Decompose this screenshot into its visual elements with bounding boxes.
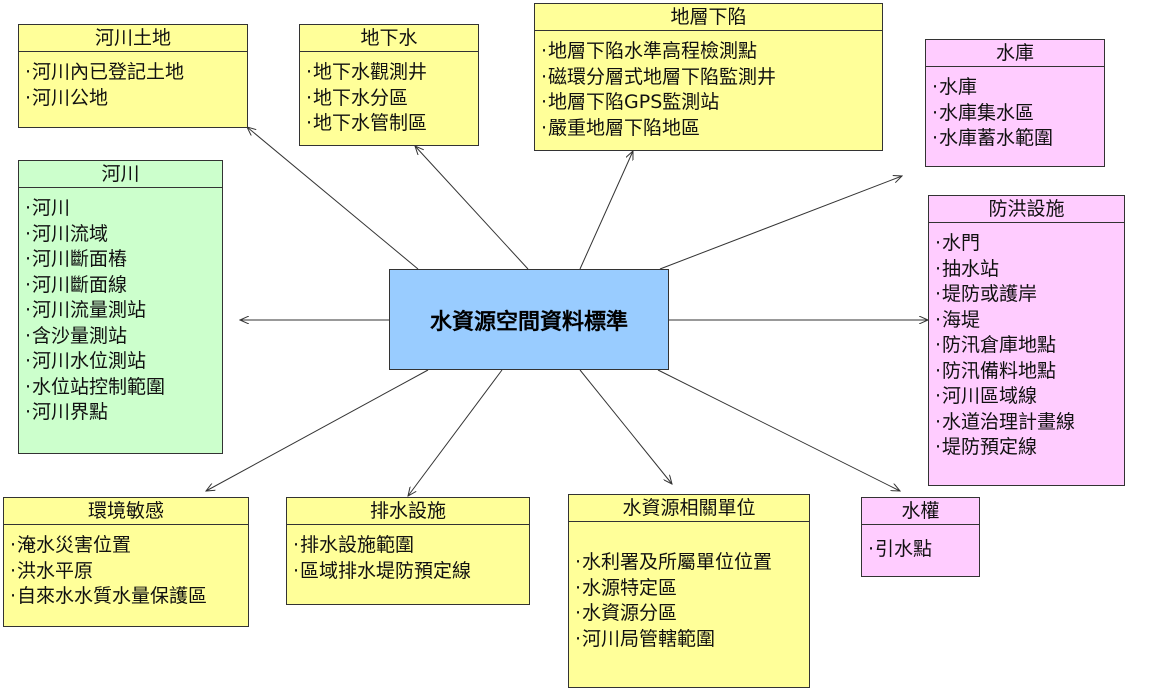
category-river-title: 河川: [19, 161, 222, 188]
list-item: 含沙量測站: [25, 324, 222, 350]
category-agencies-title: 水資源相關單位: [569, 495, 809, 522]
category-reservoir: 水庫 水庫 水庫集水區 水庫蓄水範圍: [925, 39, 1105, 167]
list-item: 河川公地: [25, 86, 247, 112]
category-agencies: 水資源相關單位 水利署及所屬單位位置 水源特定區 水資源分區 河川局管轄範圍: [568, 494, 810, 688]
category-environment-title: 環境敏感: [4, 498, 248, 525]
list-item: 河川斷面樁: [25, 247, 222, 273]
category-reservoir-list: 水庫 水庫集水區 水庫蓄水範圍: [926, 67, 1104, 152]
list-item: 河川內已登記土地: [25, 60, 247, 86]
list-item: 地下水分區: [306, 86, 478, 112]
category-groundwater-title: 地下水: [300, 25, 478, 52]
arrow-to-reservoir: [659, 176, 902, 270]
list-item: 洪水平原: [10, 559, 248, 585]
list-item: 堤防或護岸: [935, 282, 1124, 308]
category-river: 河川 河川 河川流域 河川斷面樁 河川斷面線 河川流量測站 含沙量測站 河川水位…: [18, 160, 223, 454]
list-item: 防汛備料地點: [935, 359, 1124, 385]
list-item: 河川界點: [25, 400, 222, 426]
category-water-rights-title: 水權: [862, 498, 979, 525]
list-item: 引水點: [868, 537, 979, 563]
list-item: 磁環分層式地層下陷監測井: [541, 65, 882, 91]
list-item: 地層下陷GPS監測站: [541, 90, 882, 116]
list-item: 河川斷面線: [25, 273, 222, 299]
list-item: 河川: [25, 196, 222, 222]
arrow-to-agencies: [579, 369, 672, 484]
list-item: 水門: [935, 231, 1124, 257]
category-water-rights-list: 引水點: [862, 525, 979, 563]
category-flood-control-title: 防洪設施: [929, 196, 1124, 223]
list-item: 水庫集水區: [932, 101, 1104, 127]
arrow-to-river-land: [247, 127, 419, 270]
category-river-land: 河川土地 河川內已登記土地 河川公地: [18, 24, 248, 128]
category-water-rights: 水權 引水點: [861, 497, 980, 577]
arrow-to-subsidence: [579, 151, 633, 270]
list-item: 水資源分區: [575, 601, 809, 627]
list-item: 自來水水質水量保護區: [10, 584, 248, 610]
category-agencies-list: 水利署及所屬單位位置 水源特定區 水資源分區 河川局管轄範圍: [569, 522, 809, 652]
category-environment-list: 淹水災害位置 洪水平原 自來水水質水量保護區: [4, 525, 248, 610]
category-river-land-list: 河川內已登記土地 河川公地: [19, 52, 247, 111]
category-groundwater: 地下水 地下水觀測井 地下水分區 地下水管制區: [299, 24, 479, 146]
list-item: 區域排水堤防預定線: [293, 559, 529, 585]
list-item: 地下水觀測井: [306, 60, 478, 86]
list-item: 河川區域線: [935, 384, 1124, 410]
list-item: 河川流量測站: [25, 298, 222, 324]
arrow-to-groundwater: [415, 146, 529, 270]
list-item: 抽水站: [935, 257, 1124, 283]
arrow-to-drainage: [408, 369, 503, 496]
list-item: 水庫蓄水範圍: [932, 126, 1104, 152]
list-item: 堤防預定線: [935, 435, 1124, 461]
list-item: 河川水位測站: [25, 349, 222, 375]
category-drainage-list: 排水設施範圍 區域排水堤防預定線: [287, 525, 529, 584]
list-item: 淹水災害位置: [10, 533, 248, 559]
category-reservoir-title: 水庫: [926, 40, 1104, 67]
category-river-land-title: 河川土地: [19, 25, 247, 52]
list-item: 水道治理計畫線: [935, 410, 1124, 436]
category-flood-control: 防洪設施 水門 抽水站 堤防或護岸 海堤 防汛倉庫地點 防汛備料地點 河川區域線…: [928, 195, 1125, 486]
category-flood-control-list: 水門 抽水站 堤防或護岸 海堤 防汛倉庫地點 防汛備料地點 河川區域線 水道治理…: [929, 223, 1124, 461]
category-river-list: 河川 河川流域 河川斷面樁 河川斷面線 河川流量測站 含沙量測站 河川水位測站 …: [19, 188, 222, 426]
category-drainage-title: 排水設施: [287, 498, 529, 525]
category-subsidence: 地層下陷 地層下陷水準高程檢測點 磁環分層式地層下陷監測井 地層下陷GPS監測站…: [534, 3, 883, 151]
arrow-to-environment: [206, 369, 429, 491]
list-item: 水位站控制範圍: [25, 375, 222, 401]
list-item: 水庫: [932, 75, 1104, 101]
list-item: 地下水管制區: [306, 111, 478, 137]
list-item: 水利署及所屬單位位置: [575, 550, 809, 576]
list-item: 河川局管轄範圍: [575, 627, 809, 653]
list-item: 水源特定區: [575, 576, 809, 602]
center-node-label: 水資源空間資料標準: [429, 309, 628, 335]
list-item: 排水設施範圍: [293, 533, 529, 559]
list-item: 防汛倉庫地點: [935, 333, 1124, 359]
list-item: 河川流域: [25, 222, 222, 248]
category-drainage: 排水設施 排水設施範圍 區域排水堤防預定線: [286, 497, 530, 605]
center-node: 水資源空間資料標準: [389, 269, 669, 370]
list-item: 嚴重地層下陷地區: [541, 116, 882, 142]
list-item: 地層下陷水準高程檢測點: [541, 39, 882, 65]
category-groundwater-list: 地下水觀測井 地下水分區 地下水管制區: [300, 52, 478, 137]
category-subsidence-list: 地層下陷水準高程檢測點 磁環分層式地層下陷監測井 地層下陷GPS監測站 嚴重地層…: [535, 31, 882, 141]
category-environment: 環境敏感 淹水災害位置 洪水平原 自來水水質水量保護區: [3, 497, 249, 627]
arrow-to-water-rights: [657, 369, 900, 491]
list-item: 海堤: [935, 308, 1124, 334]
category-subsidence-title: 地層下陷: [535, 4, 882, 31]
